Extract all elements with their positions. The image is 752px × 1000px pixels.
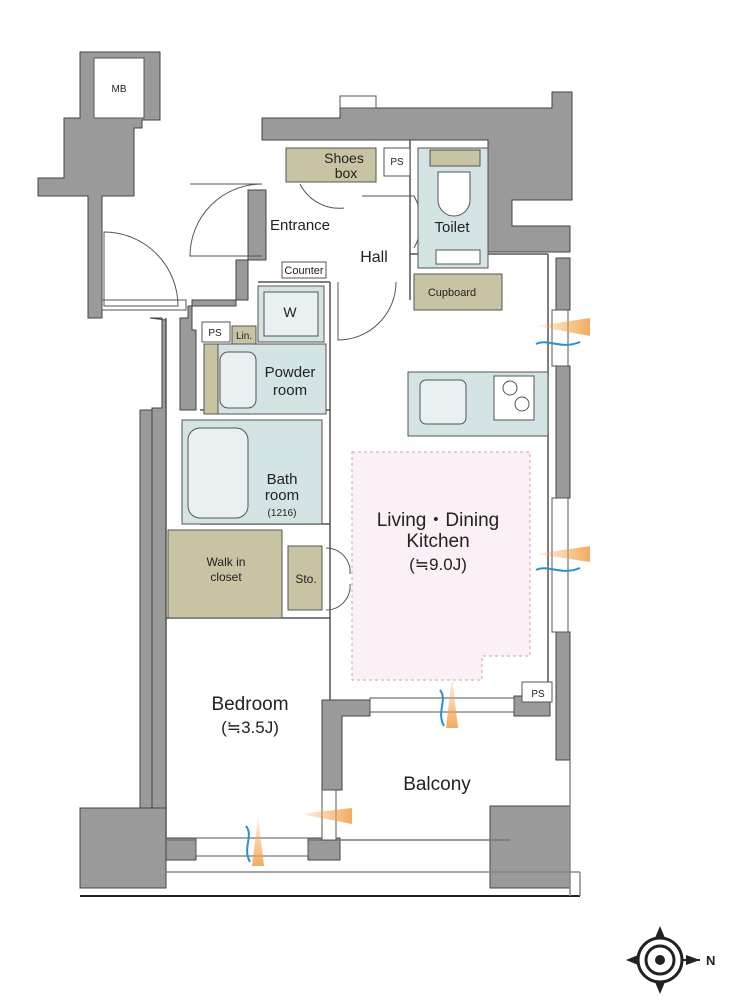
right-wall-mid [555,365,571,499]
compass-arrow-north [655,926,665,938]
bath-room-label-1: Bath [267,471,298,488]
window-right-mid [551,497,569,633]
bedroom-size-label: (≒3.5J) [221,718,279,737]
right-wall-upper [555,257,571,311]
hall-door [337,281,397,341]
ps-left-label: PS [208,328,222,339]
ldk-size-label: (≒9.0J) [409,555,467,574]
airflow-markers [245,318,590,866]
shoes-box-label-2: box [335,165,358,181]
shoes-box [285,147,377,183]
airflow-orange-ldk [446,676,458,728]
room-labels: MB Shoes box PS Toilet Entrance Hall Cou… [112,84,545,795]
kitchen-sink [419,379,467,425]
sto-door [325,547,351,611]
powder-shelf [203,343,219,415]
counter-label: Counter [284,265,323,277]
shoes-door [299,183,345,209]
balcony-partition [321,699,371,791]
left-outer-wall [139,409,153,809]
airflow-blue-right-2 [535,567,581,572]
toilet-tank [429,149,481,167]
lin-label: Lin. [236,331,252,342]
window-top [339,95,377,109]
window-bedroom [195,837,309,857]
compass-arrow-south [655,982,665,994]
right-wall-lower [555,631,571,761]
bottom-left-column [79,807,167,889]
compass-north-label: N [706,953,715,968]
fixtures [93,57,553,703]
ps-bottom-box [521,681,553,703]
bath-room-label-2: room [265,487,299,504]
balcony-label: Balcony [403,774,471,795]
entrance-label: Entrance [270,217,330,234]
hall-label: Hall [360,249,388,266]
toilet-door [362,195,422,249]
ps-bottom-label: PS [531,689,545,700]
walk-in-closet-label-2: closet [210,570,242,584]
entrance-wall [179,189,267,411]
bedroom-bottom-wall-right [307,837,341,861]
ldk-label-1: Living・Dining [377,510,500,531]
burner-1 [502,380,518,396]
walk-in-closet-label-1: Walk in [207,555,246,569]
powder-room-label-2: room [273,382,307,399]
airflow-blue-ldk [439,689,445,727]
bedroom-bottom-wall [165,837,197,861]
cupboard-label: Cupboard [428,287,476,299]
powder-room-label-1: Powder [265,364,316,381]
bottom-right-column [489,805,571,889]
compass-center [655,955,665,965]
toilet-label: Toilet [434,219,470,236]
toilet-bowl [437,171,471,217]
bathtub [187,427,249,519]
mb-box [93,57,145,119]
airflow-orange-right-1 [536,318,590,336]
ps-top-label: PS [390,157,404,168]
sink [219,351,257,409]
ps-top-box [383,147,411,177]
w-label: W [283,304,297,320]
mb-door [103,231,179,307]
airflow-blue-right-1 [535,341,581,346]
airflow-orange-bedroom-side [300,808,352,824]
window-right-upper [551,309,569,367]
toilet-counter [435,249,481,265]
windows [101,95,569,857]
sto-box [287,545,323,611]
airflow-orange-right-2 [536,546,590,562]
shoes-box-label-1: Shoes [324,150,364,166]
walk-in-closet [167,529,283,619]
compass-arrow-west [626,955,638,965]
ps-left-box [201,321,231,343]
ldk-label-2: Kitchen [406,531,469,552]
window-entrance-left [101,299,187,311]
mb-label: MB [112,84,127,95]
counter-box [281,261,327,279]
ldk-area [351,451,531,681]
sto-label: Sto. [295,572,316,586]
bath-size-label: (1216) [268,508,297,519]
cupboard [413,273,503,311]
airflow-blue-bedroom [245,825,251,863]
burner-2 [514,396,530,412]
compass-rose: N [626,926,715,994]
entrance-door [189,183,263,257]
airflow-orange-bedroom [252,816,264,866]
bedroom-label: Bedroom [211,694,288,715]
washer-inner [263,291,319,337]
